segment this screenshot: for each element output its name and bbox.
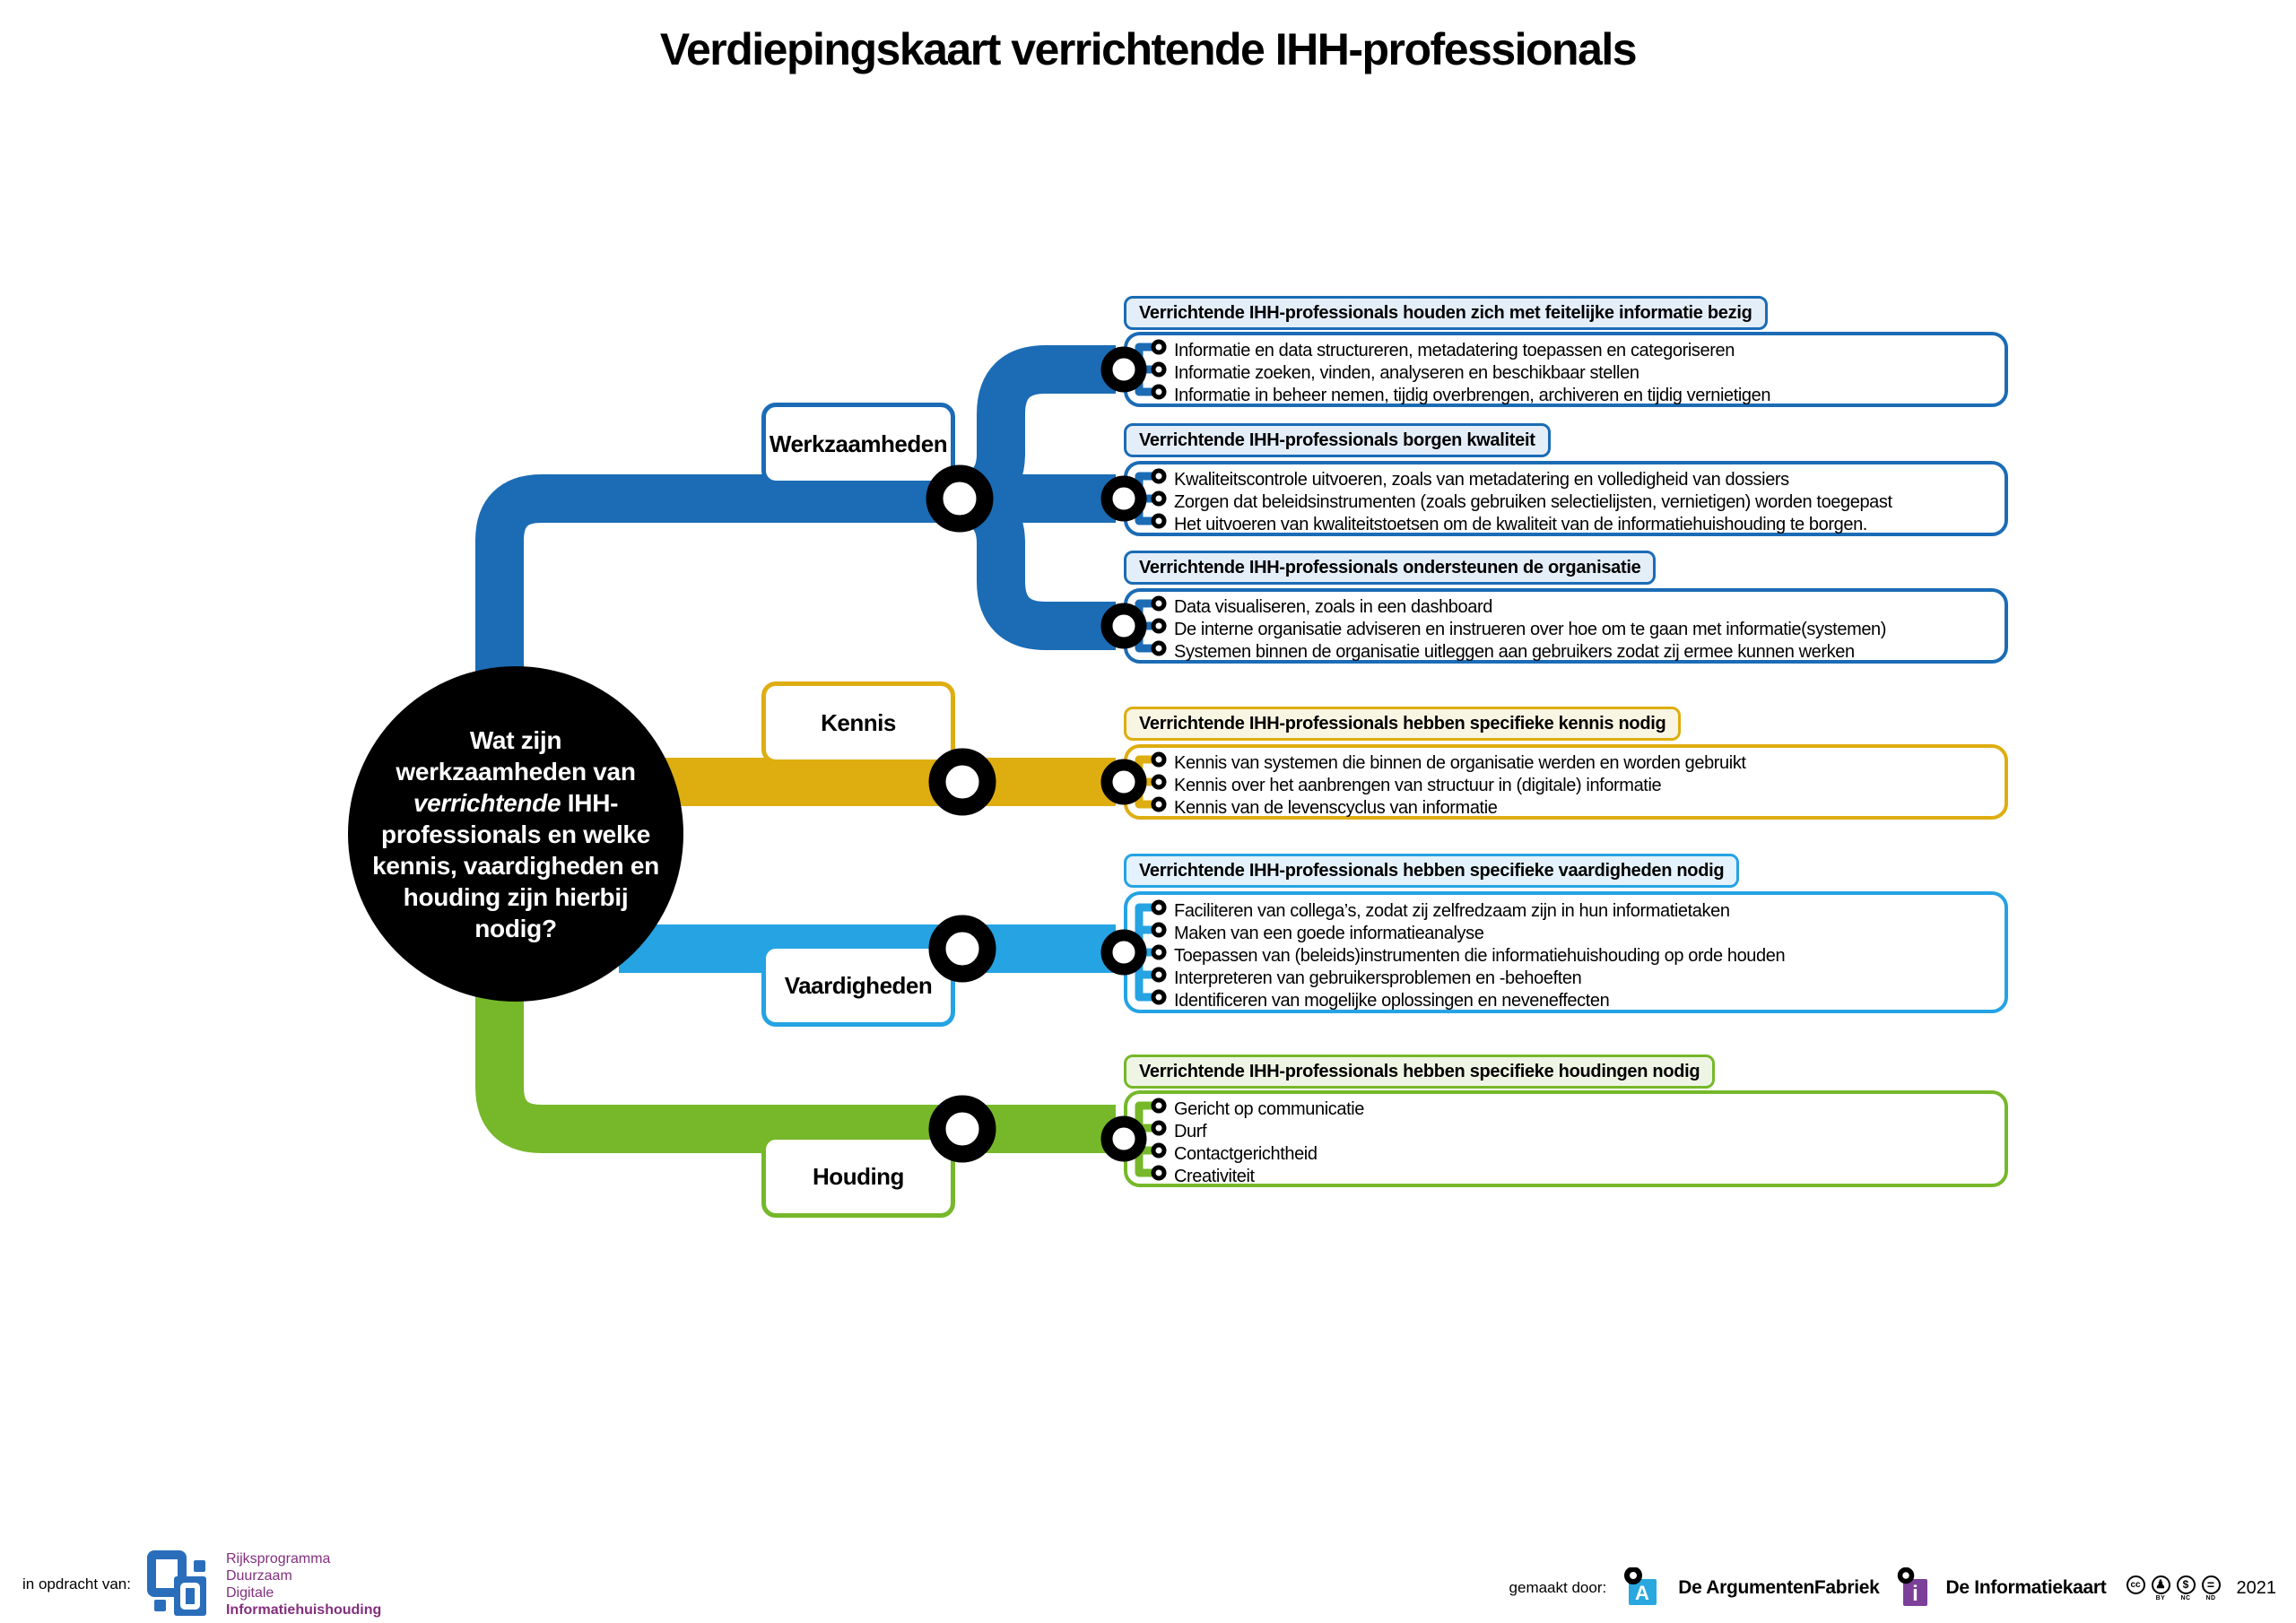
commissioned-label: in opdracht van:	[22, 1575, 131, 1593]
bullet-item: Informatie in beheer nemen, tijdig overb…	[1174, 386, 1771, 405]
bullet-item: Identificeren van mogelijke oplossingen …	[1174, 991, 1610, 1011]
bullet-item: Kennis van de levenscyclus van informati…	[1174, 798, 1498, 818]
cc-nc-icon: $ NC	[2175, 1575, 2197, 1601]
question-text-pre: Wat zijn werkzaamheden van	[396, 725, 636, 785]
box-body-ondersteunen-organisatie: Data visualiseren, zoals in een dashboar…	[1124, 588, 2008, 664]
bullet-item: De interne organisatie adviseren en inst…	[1174, 620, 1887, 639]
bullet-item: Zorgen dat beleidsinstrumenten (zoals ge…	[1174, 492, 1892, 512]
bullet-item: Kwaliteitscontrole uitvoeren, zoals van …	[1174, 470, 1789, 490]
question-text-emphasis: verrichtende	[413, 788, 561, 817]
category-box-houding: Houding	[761, 1135, 955, 1218]
werkzaamheden-branch-up-line	[947, 345, 1116, 523]
client-line: Digitale	[225, 1585, 274, 1601]
svg-text:A: A	[1635, 1582, 1649, 1604]
argumentenfabriek-logo-icon: A	[1624, 1567, 1657, 1605]
category-box-vaardigheden: Vaardigheden	[761, 944, 955, 1027]
made-by-block: gemaakt door: A De ArgumentenFabriek i D…	[1509, 1567, 2276, 1609]
category-label: Houding	[813, 1162, 904, 1190]
bullet-item: Data visualiseren, zoals in een dashboar…	[1174, 597, 1492, 617]
central-question-text: Wat zijn werkzaamheden van verrichtende …	[348, 725, 683, 944]
bullet-item: Gericht op communicatie	[1174, 1099, 1365, 1119]
client-line: Rijksprogramma	[225, 1551, 331, 1567]
rijksprogramma-logo-text: Rijksprogramma Duurzaam Digitale Informa…	[226, 1550, 381, 1619]
bullet-item: Durf	[1174, 1122, 1207, 1141]
box-header-kennis: Verrichtende IHH-professionals hebben sp…	[1124, 707, 1682, 741]
bullet-item: Faciliteren van collega’s, zodat zij zel…	[1174, 901, 1730, 921]
year-label: 2021	[2236, 1577, 2277, 1598]
bullet-item: Creativiteit	[1174, 1167, 1255, 1186]
bullet-item: Toepassen van (beleids)instrumenten die …	[1174, 946, 1786, 966]
client-line: Informatiehuishouding	[225, 1602, 382, 1618]
box-body-houding: Gericht op communicatie Durf Contactgeri…	[1124, 1090, 2008, 1187]
cc-by-icon: ♟ BY	[2150, 1575, 2172, 1601]
box-header-houding: Verrichtende IHH-professionals hebben sp…	[1124, 1055, 1716, 1089]
cc-license-icons: cc ♟ BY $ NC = ND	[2125, 1575, 2222, 1601]
svg-text:i: i	[1912, 1582, 1918, 1606]
rijksprogramma-logo-icon	[146, 1550, 206, 1616]
box-body-feitelijke-informatie: Informatie en data structureren, metadat…	[1124, 332, 2008, 407]
category-box-werkzaamheden: Werkzaamheden	[761, 403, 955, 485]
box-header-ondersteunen-organisatie: Verrichtende IHH-professionals ondersteu…	[1124, 551, 1657, 585]
central-question-circle: Wat zijn werkzaamheden van verrichtende …	[348, 666, 683, 1002]
category-label: Vaardigheden	[784, 971, 933, 999]
bullet-item: Systemen binnen de organisatie uitleggen…	[1174, 642, 1855, 662]
bullet-item: Het uitvoeren van kwaliteitstoetsen om d…	[1174, 515, 1867, 534]
bullet-item: Contactgerichtheid	[1174, 1144, 1318, 1164]
cc-icon: cc	[2125, 1575, 2147, 1601]
box-body-vaardigheden: Faciliteren van collega’s, zodat zij zel…	[1124, 891, 2008, 1013]
client-line: Duurzaam	[225, 1568, 292, 1584]
box-body-borgen-kwaliteit: Kwaliteitscontrole uitvoeren, zoals van …	[1124, 461, 2008, 536]
category-box-kennis: Kennis	[761, 681, 955, 764]
bullet-item: Maken van een goede informatieanalyse	[1174, 924, 1484, 943]
page-title: Verdiepingskaart verrichtende IHH-profes…	[659, 24, 1638, 74]
box-header-borgen-kwaliteit: Verrichtende IHH-professionals borgen kw…	[1124, 423, 1551, 457]
box-header-feitelijke-informatie: Verrichtende IHH-professionals houden zi…	[1124, 296, 1768, 330]
informatiekaart-logo-icon: i	[1897, 1567, 1927, 1606]
cc-nd-icon: = ND	[2200, 1575, 2222, 1601]
bullet-item: Informatie en data structureren, metadat…	[1174, 341, 1735, 360]
bullet-item: Kennis van systemen die binnen de organi…	[1174, 753, 1746, 773]
argumentenfabriek-name: De ArgumentenFabriek	[1678, 1577, 1880, 1598]
category-label: Werkzaamheden	[769, 430, 948, 457]
werkzaamheden-branch-down-line	[947, 474, 1116, 650]
commissioned-by-block: in opdracht van: Rijksprogramma Duurzaam…	[22, 1549, 381, 1619]
junction-donut-kennis	[928, 748, 996, 816]
bullet-item: Interpreteren van gebruikersproblemen en…	[1174, 968, 1582, 988]
bullet-item: Informatie zoeken, vinden, analyseren en…	[1174, 363, 1639, 383]
box-body-kennis: Kennis van systemen die binnen de organi…	[1124, 744, 2008, 820]
category-label: Kennis	[821, 708, 896, 736]
made-by-label: gemaakt door:	[1509, 1579, 1607, 1596]
informatiekaart-name: De Informatiekaart	[1945, 1577, 2107, 1598]
bullet-item: Kennis over het aanbrengen van structuur…	[1174, 776, 1662, 795]
box-header-vaardigheden: Verrichtende IHH-professionals hebben sp…	[1124, 854, 1740, 888]
